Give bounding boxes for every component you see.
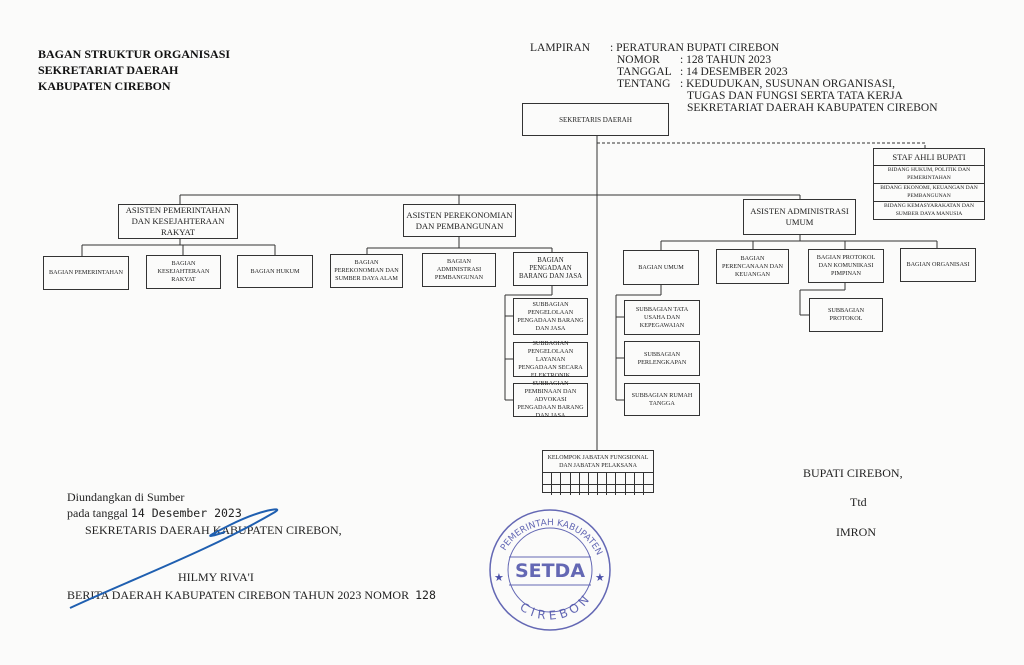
- stamp-text-center: SETDA: [515, 560, 585, 582]
- subbagian-box: SUBBAGIAN PENGELOLAAN LAYANAN PENGADAAN …: [513, 340, 588, 379]
- kelompok-grid: [543, 472, 653, 495]
- tanggal-value: : 14 DESEMBER 2023: [680, 66, 788, 78]
- bagian-box: BAGIAN PROTOKOL DAN KOMUNIKASI PIMPINAN: [808, 249, 884, 283]
- pada-tanggal-text: pada tanggal 14 Desember 2023: [67, 506, 242, 521]
- nomor-label: NOMOR: [617, 54, 660, 66]
- berita-daerah: BERITA DAERAH KABUPATEN CIREBON TAHUN 20…: [67, 588, 436, 603]
- bagian-box: BAGIAN PERENCANAAN DAN KEUANGAN: [716, 249, 789, 284]
- diundangkan-text: Diundangkan di Sumber: [67, 490, 185, 504]
- bupati-title: BUPATI CIREBON,: [803, 466, 903, 480]
- staf-ahli-box: STAF AHLI BUPATI BIDANG HUKUM, POLITIK D…: [873, 148, 985, 220]
- asisten-pemerintahan-box: ASISTEN PEMERINTAHAN DAN KESEJAHTERAAN R…: [118, 204, 238, 239]
- staf-ahli-item: BIDANG HUKUM, POLITIK DAN PEMERINTAHAN: [874, 165, 984, 183]
- pada-tanggal-label: pada tanggal: [67, 506, 128, 520]
- staf-ahli-item: BIDANG KEMASYARAKATAN DAN SUMBER DAYA MA…: [874, 201, 984, 219]
- staf-ahli-item: BIDANG EKONOMI, KEUANGAN DAN PEMBANGUNAN: [874, 183, 984, 201]
- bagian-box: BAGIAN ORGANISASI: [900, 248, 976, 282]
- staf-ahli-title: STAF AHLI BUPATI: [892, 152, 966, 162]
- subbagian-box: SUBBAGIAN RUMAH TANGGA: [624, 383, 700, 416]
- title-line: BAGAN STRUKTUR ORGANISASI: [38, 47, 231, 61]
- bupati-name: IMRON: [836, 525, 877, 539]
- subbagian-box: SUBBAGIAN TATA USAHA DAN KEPEGAWAIAN: [624, 300, 700, 335]
- title-line: SEKRETARIAT DAERAH: [38, 63, 179, 77]
- bagian-box: BAGIAN HUKUM: [237, 255, 313, 288]
- sekda-name: HILMY RIVA'I: [178, 570, 254, 584]
- berita-daerah-text: BERITA DAERAH KABUPATEN CIREBON TAHUN 20…: [67, 588, 410, 602]
- signature: [69, 508, 279, 609]
- nomor-value: : 128 TAHUN 2023: [680, 54, 772, 66]
- tentang-value: SEKRETARIAT DAERAH KABUPATEN CIREBON: [687, 102, 938, 114]
- tanggal-label: TANGGAL: [617, 66, 672, 78]
- setda-stamp: PEMERINTAH KABUPATEN CIREBON SETDA ★ ★: [489, 509, 611, 631]
- bagian-box: BAGIAN ADMINISTRASI PEMBANGUNAN: [422, 253, 496, 287]
- tentang-value: TUGAS DAN FUNGSI SERTA TATA KERJA: [687, 90, 903, 102]
- subbagian-box: SUBBAGIAN PENGELOLAAN PENGADAAN BARANG D…: [513, 298, 588, 335]
- berita-daerah-number: 128: [415, 588, 436, 602]
- sekda-title: SEKRETARIS DAERAH KABUPATEN CIREBON,: [85, 523, 342, 537]
- document-title: BAGAN STRUKTUR ORGANISASI SEKRETARIAT DA…: [38, 46, 230, 94]
- tentang-value: : KEDUDUKAN, SUSUNAN ORGANISASI,: [680, 78, 895, 90]
- subbagian-box: SUBBAGIAN PEMBINAAN DAN ADVOKASI PENGADA…: [513, 380, 588, 419]
- bagian-box: BAGIAN PEREKONOMIAN DAN SUMBER DAYA ALAM: [330, 254, 403, 288]
- svg-text:CIREBON: CIREBON: [517, 590, 594, 623]
- star-icon: ★: [595, 571, 605, 584]
- asisten-perekonomian-box: ASISTEN PEREKONOMIAN DAN PEMBANGUNAN: [403, 204, 516, 237]
- bagian-box: BAGIAN PENGADAAN BARANG DAN JASA: [513, 252, 588, 286]
- sekretaris-daerah-box: SEKRETARIS DAERAH: [522, 103, 669, 136]
- title-line: KABUPATEN CIREBON: [38, 79, 171, 93]
- kelompok-jabatan-box: KELOMPOK JABATAN FUNGSIONAL DAN JABATAN …: [542, 450, 654, 495]
- kelompok-label: KELOMPOK JABATAN FUNGSIONAL DAN JABATAN …: [547, 455, 649, 469]
- lampiran-label: LAMPIRAN: [530, 42, 591, 54]
- diundangkan-date: 14 Desember 2023: [130, 506, 242, 520]
- subbagian-box: SUBBAGIAN PROTOKOL: [809, 298, 883, 332]
- lampiran-value: : PERATURAN BUPATI CIREBON: [610, 42, 780, 54]
- ttd-text: Ttd: [850, 495, 867, 509]
- star-icon: ★: [494, 571, 504, 584]
- stamp-text-bottom: CIREBON: [517, 590, 590, 623]
- bagian-box: BAGIAN PEMERINTAHAN: [43, 256, 129, 290]
- asisten-administrasi-box: ASISTEN ADMINISTRASI UMUM: [743, 199, 856, 235]
- tentang-label: TENTANG: [617, 78, 671, 90]
- bagian-box: BAGIAN KESEJAHTERAAN RAKYAT: [146, 255, 221, 289]
- bagian-box: BAGIAN UMUM: [623, 250, 699, 285]
- subbagian-box: SUBBAGIAN PERLENGKAPAN: [624, 341, 700, 376]
